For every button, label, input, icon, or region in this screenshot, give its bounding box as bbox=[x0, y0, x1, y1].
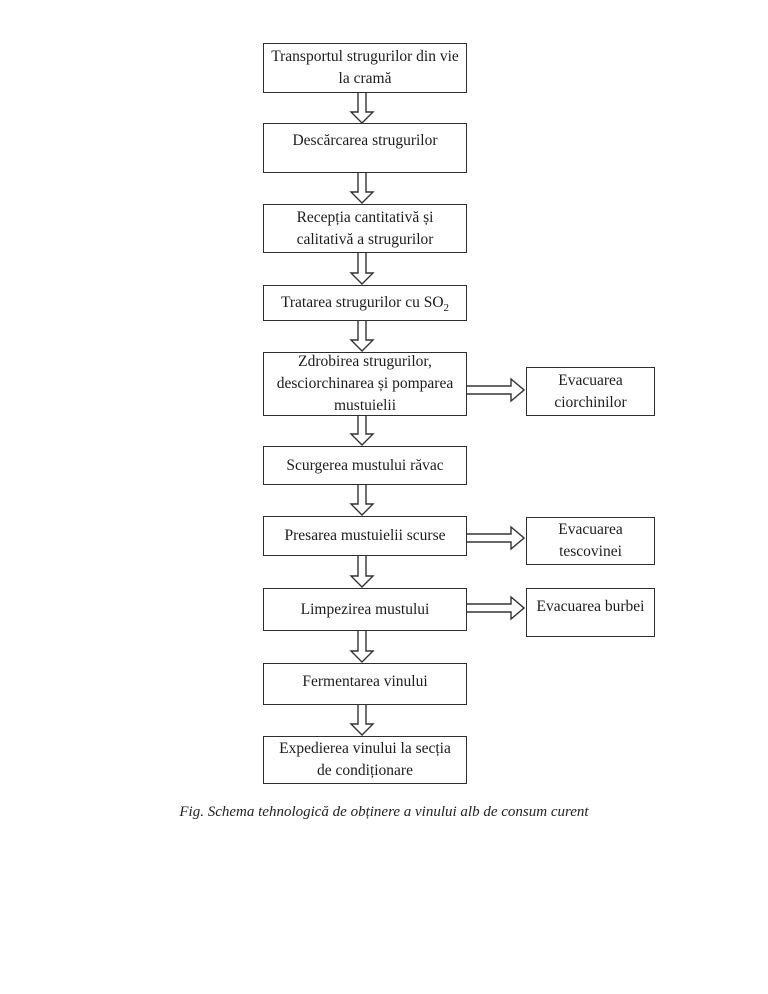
flow-arrow-down-icon bbox=[349, 556, 375, 588]
step-label: Scurgerea mustului răvac bbox=[286, 456, 444, 474]
flow-arrow-down-icon bbox=[349, 485, 375, 516]
step-label: Zdrobirea strugurilor, desciorchinarea ș… bbox=[276, 353, 454, 414]
step-presare-mustuiala: Presarea mustuielii scurse bbox=[263, 516, 467, 556]
step-scurgere-must: Scurgerea mustului răvac bbox=[263, 446, 467, 485]
flow-arrow-down-icon bbox=[349, 253, 375, 285]
step-descarcare-struguri: Descărcarea strugurilor bbox=[263, 123, 467, 173]
output-evacuare-tescovina: Evacuarea tescovinei bbox=[526, 517, 655, 565]
step-label: Transportul strugurilor din vie la cramă bbox=[271, 48, 459, 87]
output-label: Evacuarea burbei bbox=[536, 598, 645, 615]
flow-arrow-down-icon bbox=[349, 93, 375, 124]
step-label: Fermentarea vinului bbox=[302, 673, 428, 690]
step-receptie-struguri: Recepția cantitativă și calitativă a str… bbox=[263, 204, 467, 253]
output-label: Evacuarea ciorchinilor bbox=[554, 371, 627, 411]
step-fermentare-vin: Fermentarea vinului bbox=[263, 663, 467, 705]
flow-arrow-down-icon bbox=[349, 173, 375, 204]
step-label: Descărcarea strugurilor bbox=[292, 132, 438, 149]
flow-arrow-down-icon bbox=[349, 416, 375, 446]
output-evacuare-burba: Evacuarea burbei bbox=[526, 588, 655, 637]
output-evacuare-ciorchini: Evacuarea ciorchinilor bbox=[526, 367, 655, 416]
flow-arrow-down-icon bbox=[349, 321, 375, 352]
step-label: Presarea mustuielii scurse bbox=[284, 527, 446, 545]
figure-caption: Fig. Schema tehnologică de obținere a vi… bbox=[179, 804, 589, 820]
step-label: Expedierea vinului la secția de condițio… bbox=[279, 740, 451, 779]
step-label: Tratarea strugurilor cu SO bbox=[280, 294, 444, 312]
flow-arrow-down-icon bbox=[349, 631, 375, 663]
so2-subscript: 2 bbox=[443, 302, 450, 315]
step-label: Recepția cantitativă și calitativă a str… bbox=[296, 208, 434, 248]
flow-arrow-right-icon bbox=[467, 595, 525, 621]
step-transport-struguri: Transportul strugurilor din vie la cramă bbox=[263, 43, 467, 93]
flow-arrow-down-icon bbox=[349, 705, 375, 736]
flow-arrow-right-icon bbox=[467, 377, 525, 403]
output-label: Evacuarea tescovinei bbox=[558, 521, 623, 560]
step-tratare-so2: Tratarea strugurilor cu SO2 bbox=[263, 285, 467, 321]
step-limpezire-must: Limpezirea mustului bbox=[263, 588, 467, 631]
step-zdrobire-struguri: Zdrobirea strugurilor, desciorchinarea ș… bbox=[263, 352, 467, 416]
step-expediere-vin: Expedierea vinului la secția de condițio… bbox=[263, 736, 467, 784]
step-label: Limpezirea mustului bbox=[300, 600, 430, 618]
flow-arrow-right-icon bbox=[467, 525, 525, 551]
